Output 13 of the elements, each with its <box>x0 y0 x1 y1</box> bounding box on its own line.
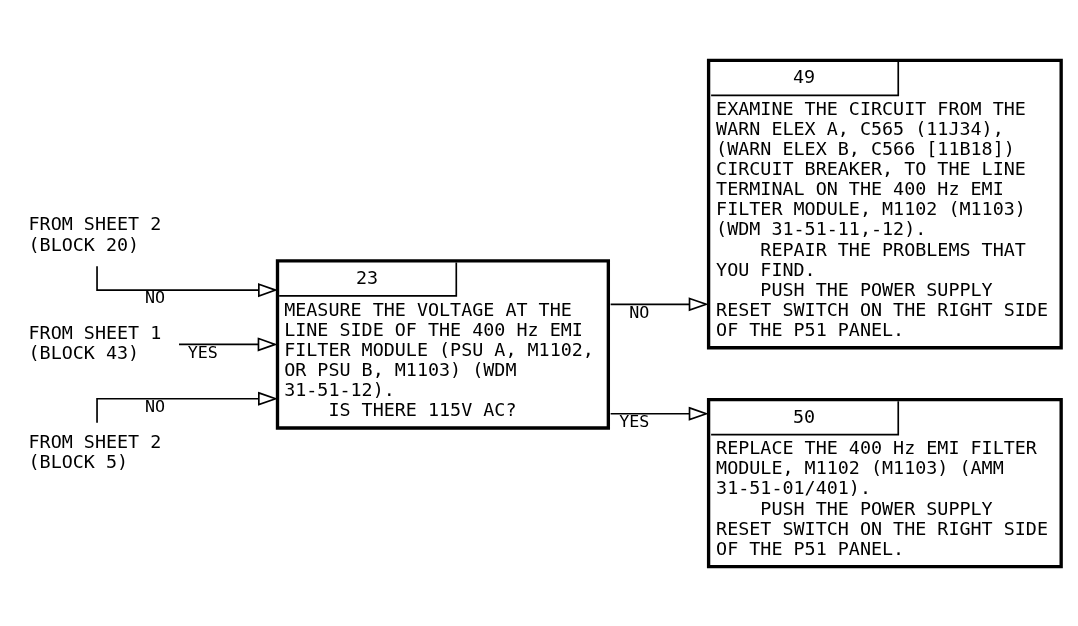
edge-label: YES <box>187 341 218 362</box>
edge-label: NO <box>629 301 650 322</box>
arrow <box>609 296 709 311</box>
arrow <box>178 336 278 351</box>
arrow <box>96 391 279 424</box>
arrow <box>609 406 709 421</box>
edge-label: NO <box>145 286 166 307</box>
edge-label: YES <box>619 410 650 431</box>
arrow <box>96 264 279 297</box>
node-text: FROM SHEET 2 (BLOCK 5) <box>28 430 162 472</box>
node-text: FROM SHEET 2 (BLOCK 20) <box>28 212 162 255</box>
edge-label: NO <box>145 395 166 416</box>
node-text: FROM SHEET 1 (BLOCK 43) <box>28 321 162 363</box>
